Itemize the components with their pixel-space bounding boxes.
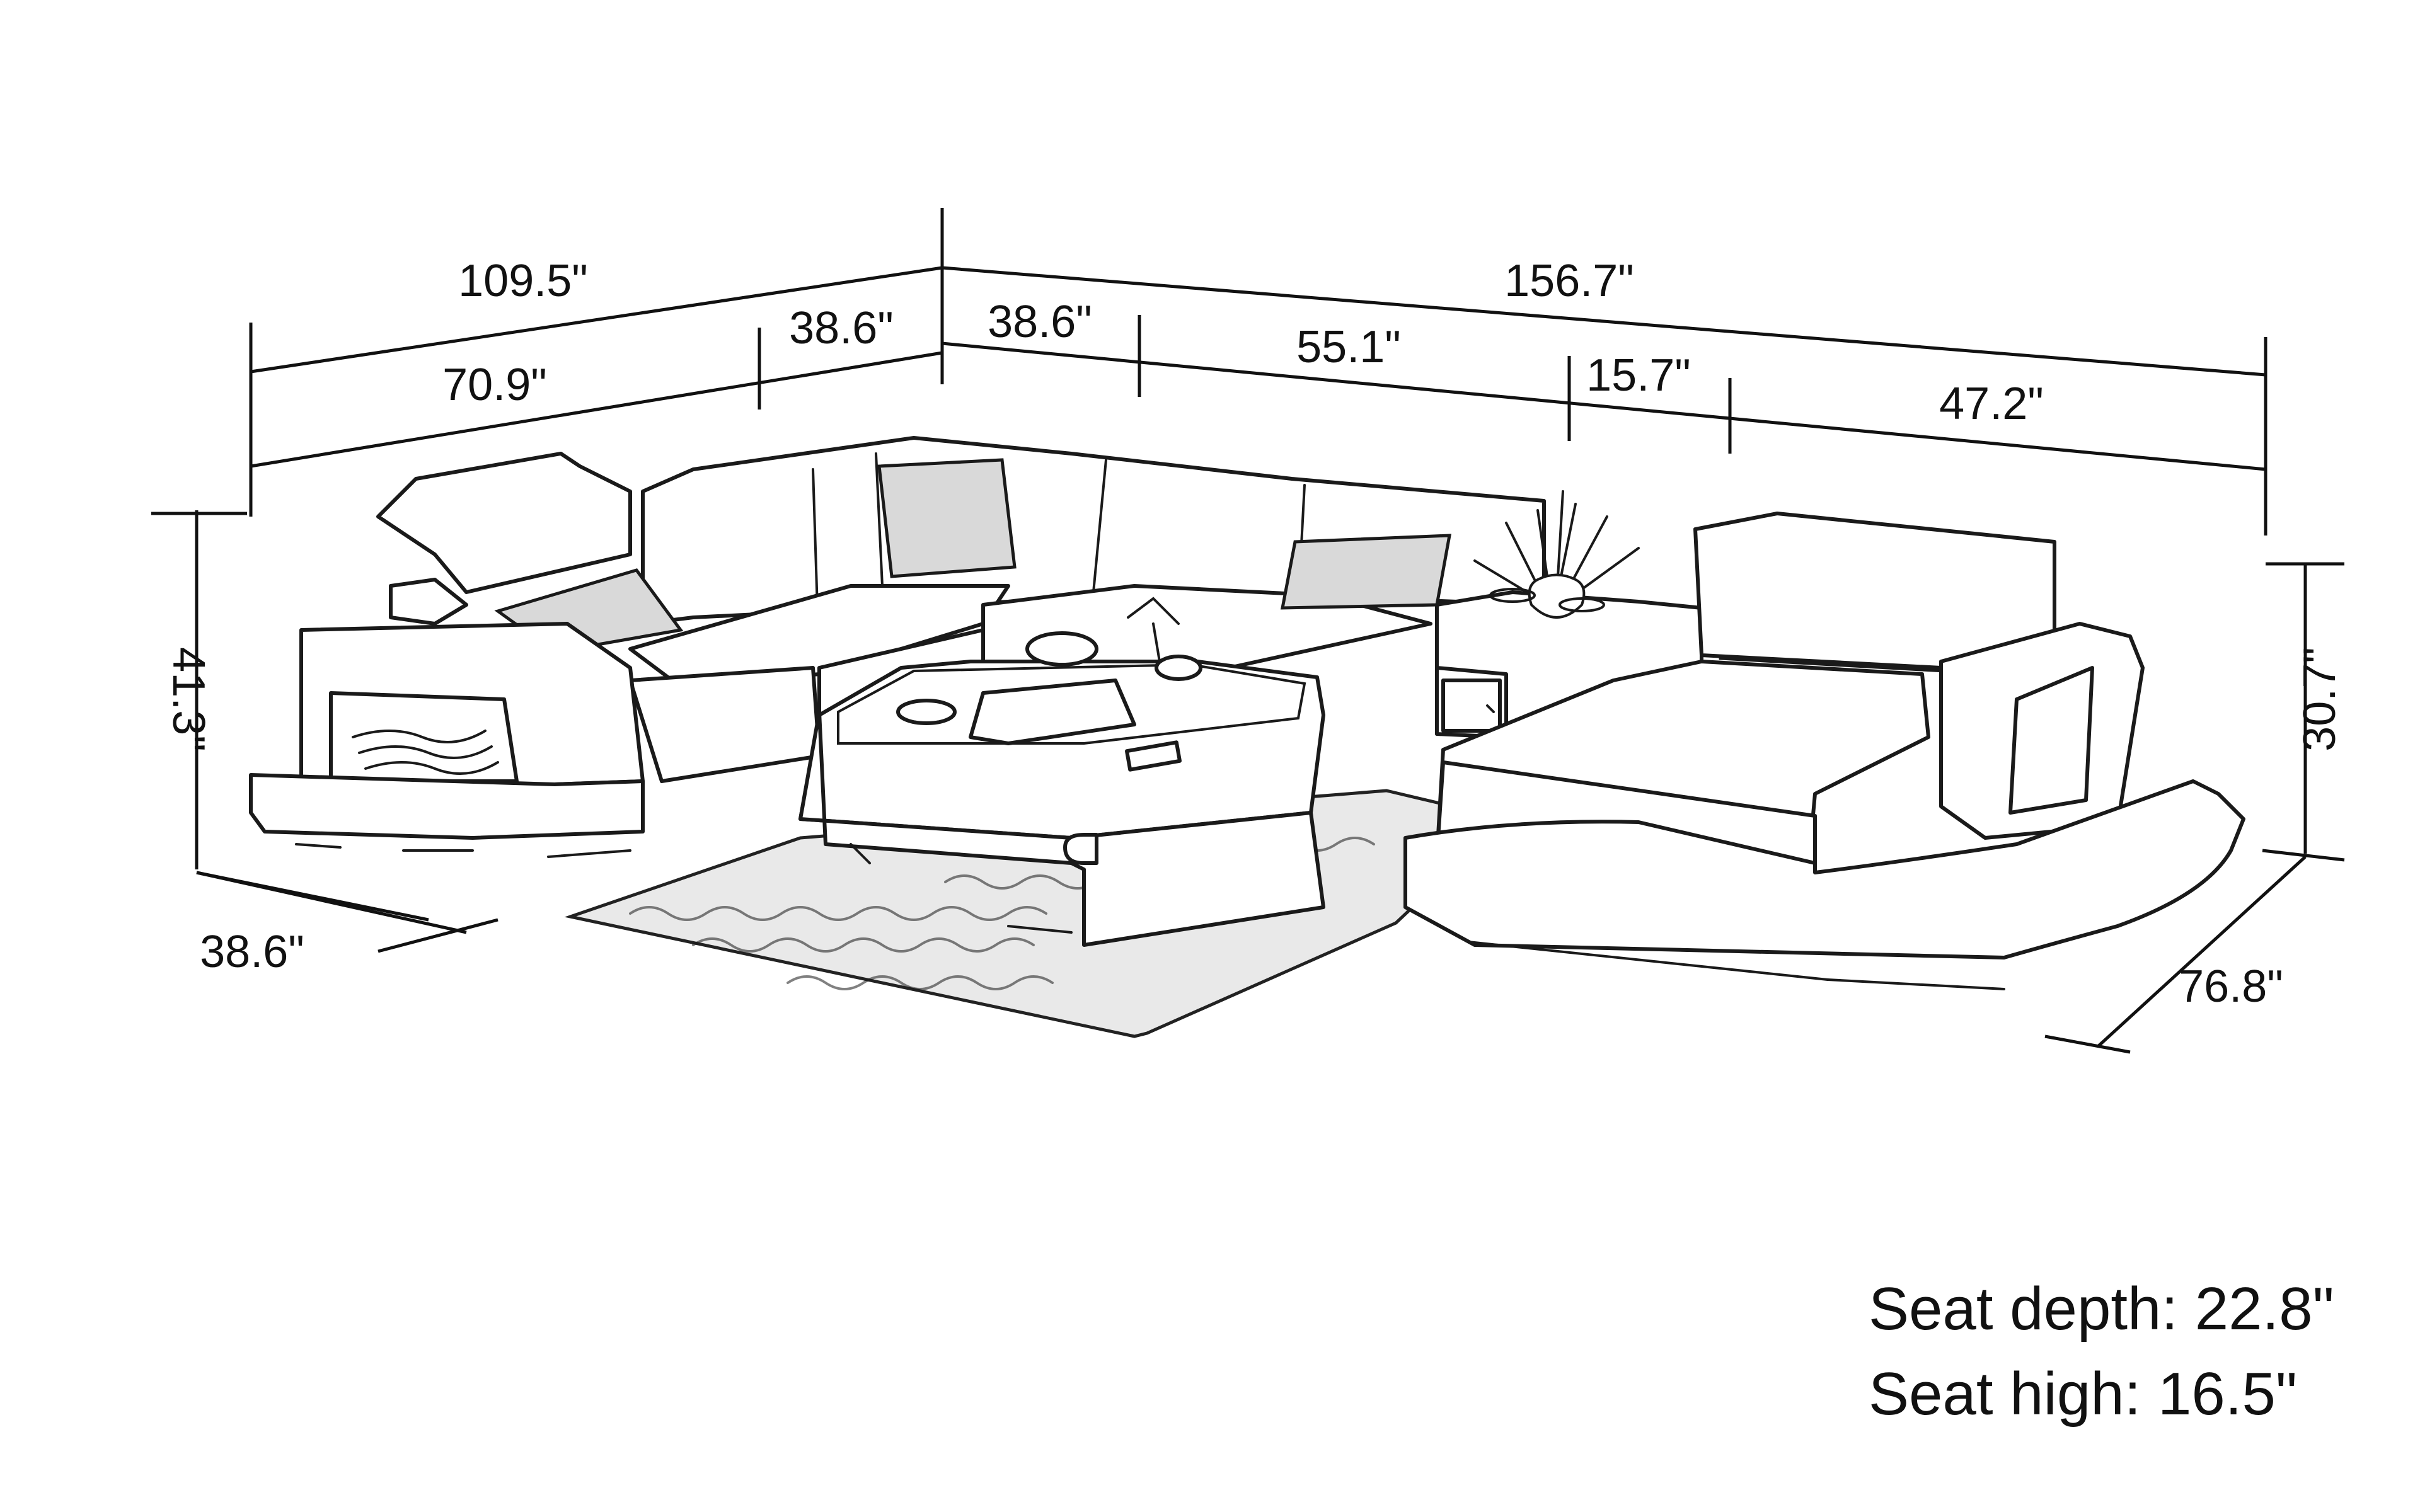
dim-right-corner: 38.6" [988, 297, 1092, 347]
dim-total-right-width: 156.7" [1504, 256, 1634, 306]
dim-chaise-width: 47.2" [1939, 379, 2044, 429]
dim-left-depth: 38.6" [200, 927, 304, 977]
left-dimension-lines [151, 510, 498, 953]
dim-side-table: 15.7" [1586, 350, 1691, 401]
right-dimension-lines [2044, 562, 2345, 1054]
right-chaise-section [1403, 512, 2245, 990]
dimension-labels: 109.5" 156.7" 70.9" 38.6" 38.6" 55.1" 15… [163, 256, 2345, 1012]
dim-total-left-width: 109.5" [458, 256, 588, 306]
seat-specs: Seat depth: 22.8" Seat high: 16.5" [1869, 1275, 2334, 1428]
seat-depth-spec: Seat depth: 22.8" [1869, 1275, 2334, 1343]
dim-right-middle: 55.1" [1296, 322, 1401, 372]
dim-left-section-long: 70.9" [442, 360, 547, 410]
top-dimension-lines [249, 208, 2267, 536]
seat-high-spec: Seat high: 16.5" [1869, 1360, 2297, 1428]
dim-left-corner: 38.6" [789, 303, 894, 353]
dim-chaise-depth: 76.8" [2179, 961, 2283, 1012]
plant-icon [1473, 490, 1640, 619]
left-arm-section [249, 452, 684, 858]
dim-right-height: 30.7" [2295, 647, 2345, 752]
dim-left-height: 41.3" [163, 647, 214, 752]
coffee-table [798, 597, 1325, 947]
